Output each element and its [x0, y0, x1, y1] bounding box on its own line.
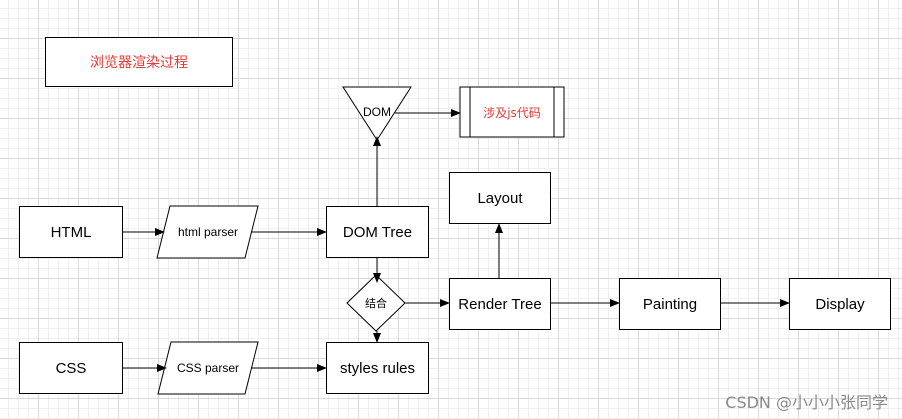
styles-rules-box: styles rules [326, 342, 429, 394]
painting-box: Painting [619, 278, 721, 330]
csdn-watermark: CSDN @小小小张同学 [725, 393, 888, 412]
css-parser-shape [157, 341, 259, 395]
render-tree-label: Render Tree [458, 295, 542, 313]
js-code-label: 涉及js代码 [483, 105, 541, 120]
dom-tree-box: DOM Tree [326, 206, 429, 258]
painting-label: Painting [642, 295, 698, 313]
js-code-process-shape [459, 86, 565, 138]
layout-box: Layout [449, 172, 551, 224]
display-box: Display [789, 278, 891, 330]
diagram-title: 浏览器渲染过程 [90, 55, 188, 71]
css-parser-label: CSS parser [176, 361, 240, 375]
html-box: HTML [19, 206, 123, 258]
html-parser-label: html parser [177, 225, 239, 239]
dom-tree-label: DOM Tree [342, 223, 413, 241]
html-label: HTML [50, 223, 92, 241]
dom-label: DOM [363, 105, 391, 119]
html-parser-shape [156, 205, 259, 259]
display-label: Display [815, 295, 865, 313]
combine-diamond-shape [346, 274, 406, 332]
layout-label: Layout [477, 189, 523, 207]
css-label: CSS [55, 359, 87, 377]
dom-triangle-shape [342, 86, 412, 141]
styles-rules-label: styles rules [339, 359, 416, 377]
diagram-title-box: 浏览器渲染过程 [45, 37, 233, 87]
render-tree-box: Render Tree [449, 278, 551, 330]
combine-label: 结合 [365, 297, 387, 310]
css-box: CSS [19, 342, 123, 394]
